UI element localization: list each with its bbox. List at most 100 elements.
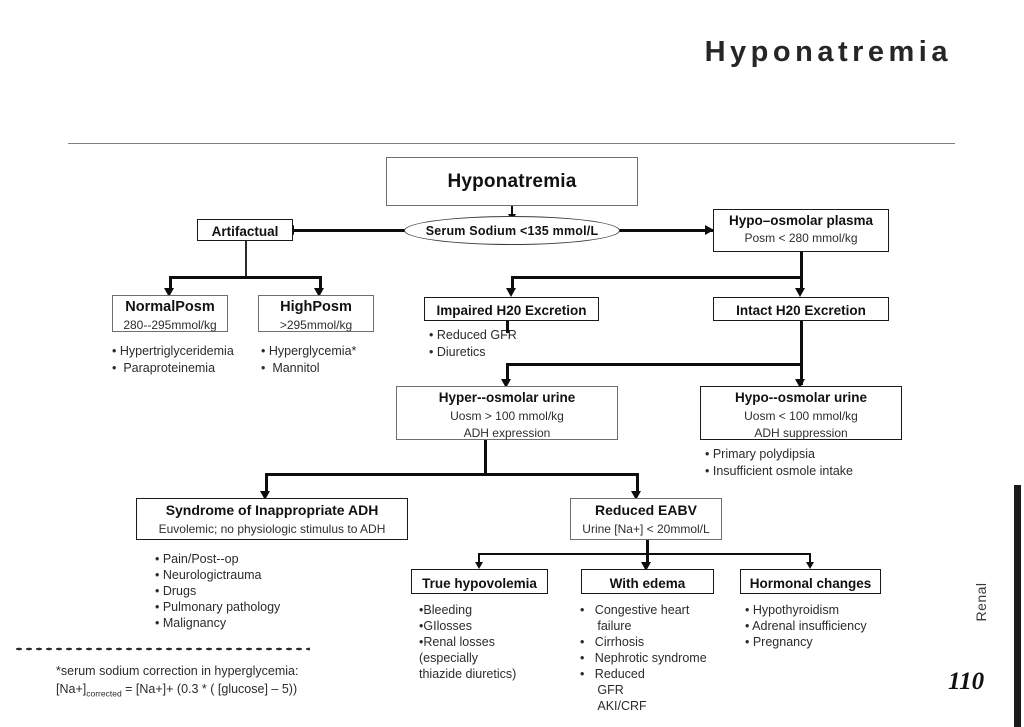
list-item: • Paraproteinemia [112,360,216,375]
list-item: • Hypertriglyceridemia [112,344,234,358]
connector-decision-to-hypoplasma [618,229,713,232]
list-item: • Neurologictrauma [155,568,262,582]
list-item: •Bleeding [419,603,473,617]
list-edema-causes: • Congestive heart failure • Cirrhosis •… [580,602,740,714]
arrowhead-decision-to-hypoplasma [705,225,714,235]
connector-artifactual-bus [170,276,321,279]
page-number: 110 [948,668,985,695]
arrowhead-bus-to-hyperurine [501,379,511,388]
node-hypo-osmolar-urine[interactable]: Hypo--osmolar urine Uosm < 100 mmol/kg A… [700,386,902,440]
list-high-posm-causes: • Hyperglycemia* • Mannitol [261,343,391,376]
connector-artifactual-stem [245,241,247,277]
footnote-formula: [Na+]corrected = [Na+]+ (0.3 * ( [glucos… [56,680,356,700]
connector-eabv-bus [478,553,811,555]
connector-root-to-decision [511,206,513,216]
arrowhead-to-siadh [260,491,270,500]
list-item: • Mannitol [261,360,320,375]
list-item: • Reduced GFR [429,328,517,342]
node-title: NormalPosm [125,299,215,315]
arrowhead-to-with-edema [641,562,651,571]
connector-hyperurine-stem [484,440,487,475]
connector-hypoplasma-stem [800,252,803,291]
list-normal-posm-causes: • Hypertriglyceridemia • Paraproteinemia [112,343,257,376]
node-title: Artifactual [211,224,279,239]
list-item: • Insufficient osmole intake [705,463,853,478]
header-divider [68,143,955,144]
node-subtitle-2: ADH expression [463,426,551,441]
right-margin-bar [1014,485,1021,727]
section-label: Renal [973,582,989,622]
connector-to-hormonal [809,553,811,565]
list-siadh-causes: • Pain/Post--op • Neurologictrauma • Dru… [155,551,375,631]
arrowhead-to-normalposm [164,288,174,297]
node-subtitle: >295mmol/kg [279,318,353,333]
list-item: • Congestive heart [580,603,690,617]
connector-artifactual-to-highposm [319,276,322,291]
list-true-hypovolemia-causes: •Bleeding •GIlosses •Renal losses (espec… [419,602,569,682]
node-hyponatremia-root[interactable]: Hyponatremia [386,157,638,206]
node-true-hypovolemia[interactable]: True hypovolemia [411,569,548,594]
node-reduced-eabv[interactable]: Reduced EABV Urine [Na+] < 20mmol/L [570,498,722,540]
arrowhead-to-true-hypovolemia [475,562,483,569]
node-high-posm[interactable]: HighPosm >295mmol/kg [258,295,374,332]
node-hormonal-changes[interactable]: Hormonal changes [740,569,881,594]
connector-intact-bus [506,363,802,366]
formula-rest: = [Na+]+ (0.3 * ( [glucose] – 5)) [121,682,298,697]
node-hyper-osmolar-urine[interactable]: Hyper--osmolar urine Uosm > 100 mmol/kg … [396,386,618,440]
node-with-edema[interactable]: With edema [581,569,714,594]
node-subtitle-2: ADH suppression [754,426,848,441]
formula-prefix: [Na+] [56,682,87,697]
list-item: (especially [419,651,479,665]
connector-to-true-hypovolemia [478,553,480,565]
node-title: Syndrome of Inappropriate ADH [165,502,379,518]
node-title: Hyper--osmolar urine [438,390,576,405]
node-subtitle: Euvolemic; no physiologic stimulus to AD… [158,521,386,536]
connector-impaired-to-hyperurine [506,321,509,333]
node-impaired-h20-excretion[interactable]: Impaired H20 Excretion [424,297,599,321]
connector-to-reduced-eabv [636,473,639,494]
connector-hypoplasma-bus [511,276,802,279]
node-title: Hyponatremia [447,171,577,192]
node-intact-h20-excretion[interactable]: Intact H20 Excretion [713,297,889,321]
list-impaired-h20-causes: • Reduced GFR • Diuretics [429,327,579,360]
list-item: • Adrenal insufficiency [745,619,867,633]
connector-intact-to-hyperurine [506,363,509,382]
node-normal-posm[interactable]: NormalPosm 280--295mmol/kg [112,295,228,332]
page-title: Hyponatremia [704,36,952,68]
node-subtitle: Posm < 280 mmol/kg [744,230,858,245]
list-item: • Drugs [155,584,197,598]
list-item: • Cirrhosis [580,635,645,649]
node-artifactual[interactable]: Artifactual [197,219,293,241]
list-item: • Pregnancy [745,635,813,649]
node-title: Intact H20 Excretion [736,303,866,318]
arrowhead-to-intact-h20 [795,288,805,297]
list-item: • Pain/Post--op [155,552,239,566]
footnote-line-1: *serum sodium correction in hyperglycemi… [56,664,299,678]
node-title: Impaired H20 Excretion [436,303,587,318]
list-item: •GIlosses [419,619,473,633]
list-item: • Reduced [580,667,645,681]
connector-hyperurine-bus [265,473,638,476]
connector-decision-to-artifactual [293,229,406,232]
node-subtitle-1: Uosm < 100 mmol/kg [744,408,858,423]
node-siadh[interactable]: Syndrome of Inappropriate ADH Euvolemic;… [136,498,408,540]
connector-intact-stem [800,321,803,385]
list-item: • Hypothyroidism [745,603,839,617]
node-subtitle-1: Uosm > 100 mmol/kg [450,408,564,423]
footnote-dotted-divider [14,647,310,651]
node-title: Hypo–osmolar plasma [728,213,874,228]
list-item: GFR [580,683,624,697]
connector-to-siadh [265,473,268,494]
node-title: With edema [609,576,686,591]
list-item: • Hyperglycemia* [261,344,357,358]
list-item: •Renal losses [419,635,495,649]
list-item: • Diuretics [429,344,486,359]
list-item: AKI/CRF [580,699,647,713]
node-title: Hypo--osmolar urine [734,390,867,405]
node-hypo-osmolar-plasma[interactable]: Hypo–osmolar plasma Posm < 280 mmol/kg [713,209,889,252]
node-serum-sodium-decision[interactable]: Serum Sodium <135 mmol/L [404,216,620,245]
arrowhead-to-highposm [314,288,324,297]
arrowhead-to-hypourine [795,379,805,388]
node-title: HighPosm [280,299,352,315]
